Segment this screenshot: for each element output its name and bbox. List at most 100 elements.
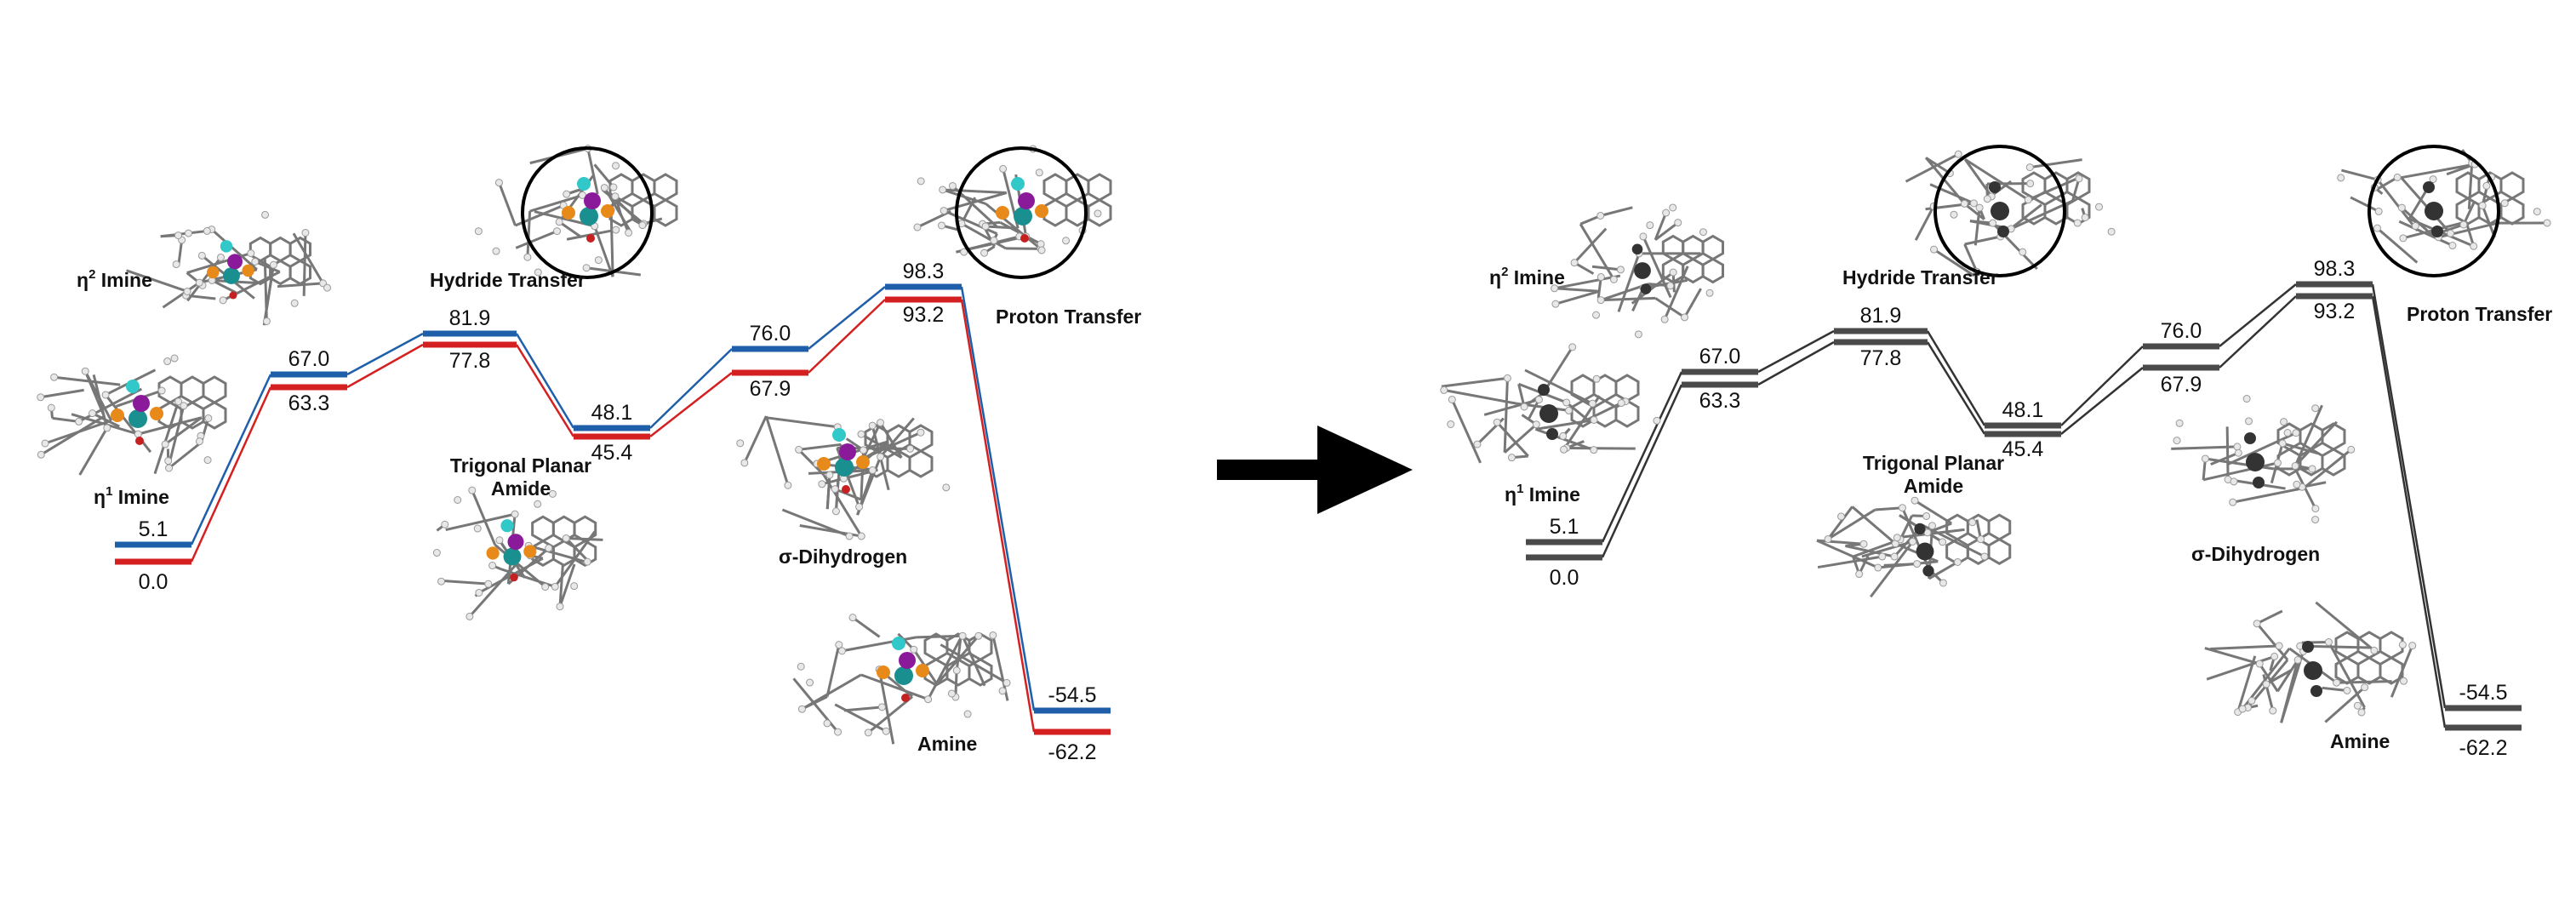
hydrogen-atom [2234, 448, 2242, 457]
energy-value-upper: 81.9 [449, 306, 491, 330]
energy-value-upper: 76.0 [2161, 319, 2202, 343]
bond [2481, 205, 2496, 238]
bond [1523, 391, 1545, 408]
hydrogen-atom [2278, 439, 2287, 448]
hydrogen-atom [437, 577, 446, 586]
energy-value-upper: 67.0 [1699, 345, 1741, 368]
hydrogen-atom [197, 251, 206, 260]
bond [2376, 179, 2419, 231]
hydrogen-atom [1646, 221, 1654, 230]
bond [471, 489, 497, 546]
hydrogen-atom [913, 223, 922, 231]
ligand-atom [1538, 384, 1550, 396]
hydrogen-atom [2429, 175, 2437, 184]
bond [1555, 289, 1600, 306]
hydride-atom [133, 395, 150, 412]
hydrogen-atom [1493, 418, 1501, 426]
energy-value-lower: 67.9 [2161, 373, 2202, 397]
hydrogen-atom [301, 228, 310, 237]
hydrogen-atom [216, 253, 225, 261]
hydrogen-atom [2343, 686, 2351, 694]
energy-value-lower: 77.8 [1860, 346, 1902, 370]
bond [2400, 176, 2452, 235]
connector-lower [1757, 340, 1835, 386]
hydrogen-atom [952, 666, 961, 675]
molecule-images [37, 144, 1112, 745]
hydrogen-atom [868, 421, 877, 430]
bond [943, 209, 998, 235]
hydrogen-atom [50, 373, 59, 381]
molecule-structure [1816, 496, 2012, 598]
bond [2301, 481, 2327, 488]
bond [1905, 152, 1959, 183]
hydrogen-atom [1681, 313, 1689, 322]
hydrogen-atom [797, 662, 805, 671]
label-text: Imine [1523, 483, 1579, 506]
bond [92, 374, 109, 429]
molecule-structure [2171, 395, 2356, 524]
hydrogen-atom [831, 507, 840, 516]
hydrogen-atom [831, 485, 839, 494]
bond [1963, 203, 1985, 220]
hydrogen-atom [1562, 398, 1571, 407]
bond [1877, 560, 1939, 569]
hydrogen-atom [1094, 209, 1102, 218]
hydrogen-atom [2233, 443, 2242, 451]
hydrogen-atom [2374, 207, 2383, 215]
connector-upper [2371, 283, 2447, 709]
connector-lower [1601, 384, 1683, 558]
hydrogen-atom [570, 582, 579, 591]
ligand-atom [1914, 523, 1926, 535]
aromatic-ring [968, 658, 993, 687]
hydrogen-atom [1639, 232, 1648, 241]
hydrogen-atom [157, 386, 166, 395]
hydrogen-atom [1911, 496, 1919, 505]
hydrogen-atom [2269, 706, 2277, 715]
oxygen-atom [1020, 234, 1029, 243]
hydrogen-atom [1699, 228, 1707, 237]
bond [1654, 212, 1668, 241]
aromatic-ring [573, 540, 597, 567]
hydrogen-atom [37, 450, 45, 459]
hydrogen-atom [2393, 173, 2402, 181]
aromatic-ring [2499, 197, 2525, 226]
colored-energy-profile: 5.10.067.063.381.977.848.145.476.067.998… [37, 144, 1141, 764]
hydrogen-atom [219, 296, 227, 305]
hydrogen-atom [2357, 708, 2366, 717]
highlight-circle [2368, 145, 2500, 277]
eta-superscript: 1 [1516, 482, 1523, 496]
metal-atom [1916, 542, 1934, 561]
bond [262, 264, 275, 326]
hydrogen-atom [1968, 518, 1977, 527]
hydrogen-atom [1980, 552, 1989, 561]
eta-superscript: 2 [1501, 265, 1508, 279]
aromatic-ring [2499, 171, 2525, 200]
hydrogen-atom [980, 248, 989, 257]
aromatic-ring [1701, 257, 1724, 284]
oxygen-atom [135, 437, 144, 445]
species-label-eta1_imine: η1 Imine [94, 484, 169, 508]
hydrogen-atom [612, 226, 620, 234]
phosphorus-atom [523, 545, 537, 558]
eta-symbol: η [77, 269, 89, 291]
hydrogen-atom [172, 260, 180, 269]
bond [927, 637, 962, 700]
hydrogen-atom [551, 582, 559, 591]
connector-upper [960, 286, 1036, 711]
bond [2376, 226, 2419, 264]
hydrogen-atom [855, 503, 864, 511]
hydrogen-atom [511, 510, 519, 518]
phosphorus-atom [1035, 204, 1048, 218]
hydrogen-atom [974, 631, 983, 640]
bond [77, 387, 143, 423]
hydrogen-atom [1520, 403, 1528, 411]
connector-lower [960, 299, 1036, 733]
hydrogen-atom [948, 181, 957, 190]
bond [445, 512, 516, 532]
hydrogen-atom [947, 689, 956, 698]
ligand-atom [1546, 428, 1558, 440]
bond [1579, 223, 1615, 281]
silicon-atom [832, 428, 846, 442]
hydrogen-atom [1989, 219, 1997, 227]
species-label-trigonal_line1: Trigonal Planar [450, 454, 591, 477]
